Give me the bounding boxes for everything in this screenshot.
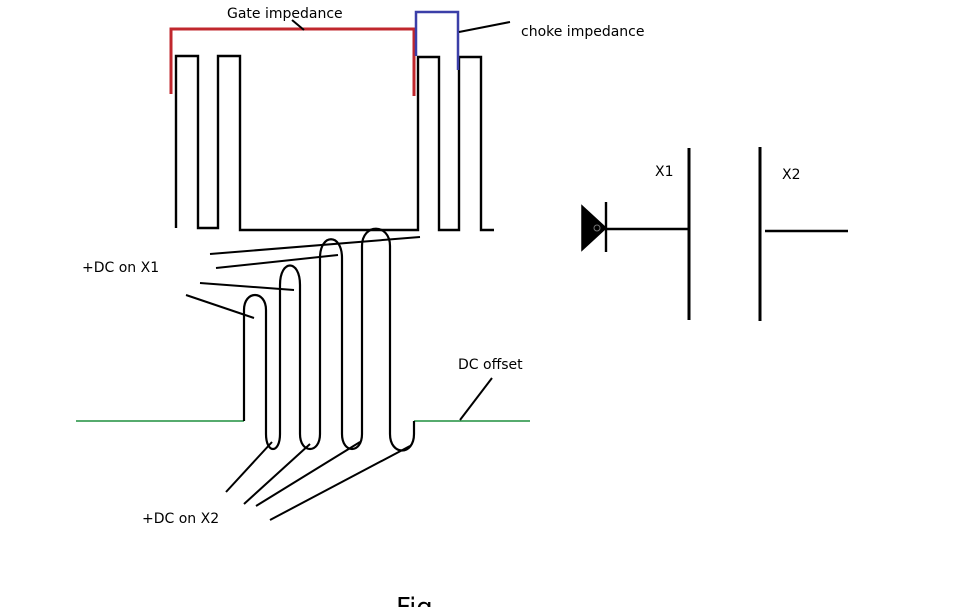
dc-x2-pointer-3 xyxy=(255,441,361,507)
figure-caption: Fig xyxy=(396,593,433,607)
dc-x2-pointer-4 xyxy=(269,445,411,521)
choke-impedance-pointer xyxy=(458,21,511,33)
dc-offset-label: DC offset xyxy=(458,357,523,373)
gate-impedance-bracket xyxy=(169,27,416,96)
coil-top-lead-1 xyxy=(209,236,421,255)
dc-on-x1-label: +DC on X1 xyxy=(82,260,159,276)
diode-dot xyxy=(593,224,601,232)
gate-impedance-pointer xyxy=(291,19,305,31)
dc-x2-pointer-2 xyxy=(243,443,311,505)
dc-x2-pointer-1 xyxy=(225,441,273,493)
coil-top-lead-2 xyxy=(215,254,339,269)
coil-top-lead-3 xyxy=(199,282,295,291)
x1-label: X1 xyxy=(655,164,674,180)
dc-x1-pointer xyxy=(185,294,255,319)
x2-label: X2 xyxy=(782,167,801,183)
choke-impedance-bracket xyxy=(414,10,460,70)
gate-impedance-label: Gate impedance xyxy=(227,6,343,22)
dc-offset-pointer xyxy=(459,377,493,421)
dc-on-x2-label: +DC on X2 xyxy=(142,511,219,527)
coil-winding xyxy=(242,227,416,452)
choke-impedance-label: choke impedance xyxy=(521,24,644,40)
comb-waveform xyxy=(174,54,494,232)
